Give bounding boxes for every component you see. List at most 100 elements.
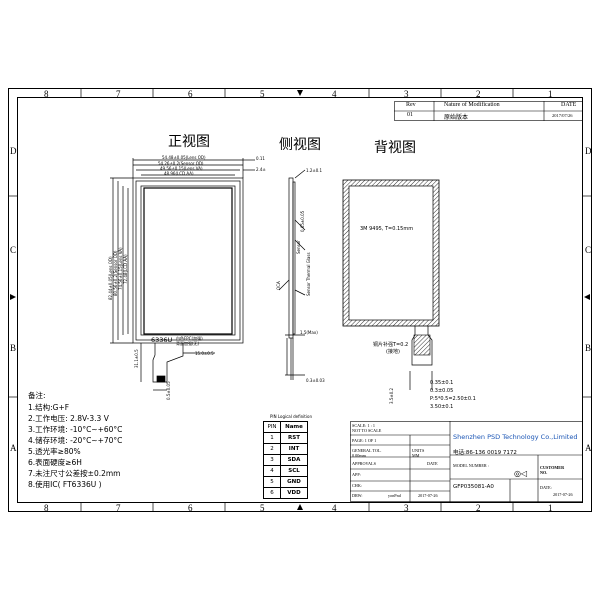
pin-header-name: Name	[280, 421, 308, 433]
pin-name: INT	[280, 443, 308, 455]
front-dim-offset: 0.11	[256, 156, 265, 161]
note-4: 4.储存环境: -20°C~+70°C	[28, 436, 123, 445]
pin-name: SDA	[280, 454, 308, 466]
date-header: DATE	[561, 102, 577, 108]
zone-col-8-bottom: 8	[44, 503, 49, 513]
tb-units: UNITS	[412, 448, 425, 453]
pin-num: 4	[263, 465, 281, 477]
front-view-title: 正视图	[168, 134, 210, 150]
back-tape-note: 3M 9495, T=0.15mm	[360, 226, 414, 232]
date2-value: 2017-07-26	[553, 492, 573, 497]
side-view-title: 侧视图	[279, 137, 321, 153]
zone-col-2-bottom: 2	[476, 503, 481, 513]
back-pin-dim-1: 0.35±0.1	[430, 380, 454, 386]
revision-table-frame	[394, 101, 583, 121]
company-name: Shenzhen PSD Technology Co.,Limited	[453, 433, 578, 441]
side-dim-thickness: 1.2±0.1	[306, 168, 323, 173]
side-view-drawing	[278, 169, 306, 380]
front-view-drawing	[110, 158, 255, 391]
fpc-note-2: 背面加强(无)	[176, 341, 200, 346]
nature-header: Nature of Modification	[444, 102, 500, 108]
pin-name: RST	[280, 432, 308, 444]
back-pin-dim-2: 0.3±0.05	[430, 388, 454, 394]
note-3: 3.工作环境: -10°C~+60°C	[28, 425, 123, 434]
tb-approvals: APPROVALS	[352, 461, 376, 466]
pin-name: SCL	[280, 465, 308, 477]
model-number-label: MODEL NUMBER :	[453, 463, 489, 468]
zone-col-8-top: 8	[44, 89, 49, 99]
front-dim-sensor-od-h: 54.26±0.2(Sensor OD)	[158, 161, 204, 166]
note-6: 6.表面硬度≥6H	[28, 458, 82, 467]
tb-general-tol-value: 0.00mm	[352, 453, 366, 458]
zone-row-a-right: A	[585, 443, 592, 453]
zone-row-b-left: B	[10, 343, 17, 353]
zone-col-3-top: 3	[404, 89, 409, 99]
company-phone: 电话:86-136 0019 7172	[453, 450, 517, 456]
customer-no-label: NO.	[540, 470, 548, 475]
zone-col-1-bottom: 1	[548, 503, 553, 513]
tb-scale-note: NOT TO SCALE	[352, 428, 382, 433]
title-block-frame	[350, 421, 583, 502]
zone-row-a-left: A	[10, 443, 17, 453]
side-dim-fpc: 0.3±0.03	[306, 378, 325, 383]
note-5: 5.透光率≥80%	[28, 447, 81, 456]
ic-label: 6336U	[151, 336, 173, 344]
zone-col-7-bottom: 7	[116, 503, 121, 513]
zone-col-5-bottom: 5	[260, 503, 265, 513]
pin-num: 2	[263, 443, 281, 455]
note-2: 2.工作电压: 2.8V-3.3 V	[28, 414, 109, 423]
rev-header: Rev	[406, 102, 416, 108]
date2-label: DATE:	[540, 485, 552, 490]
back-stiffener-note: 铜片补强T=0.2	[373, 342, 409, 348]
back-pin-dim-4: 3.50±0.1	[430, 404, 454, 410]
zone-row-b-right: B	[585, 343, 592, 353]
front-dim-lens-va-h: 49.56±0.15(Lens VA)	[160, 166, 203, 171]
zone-col-4-top: 4	[332, 89, 337, 99]
pin-header-pin: PIN	[263, 421, 281, 433]
zone-col-7-top: 7	[116, 89, 121, 99]
zone-row-d-right: D	[585, 146, 592, 156]
back-view-drawing	[342, 179, 440, 390]
side-label-sensor: Sensor	[296, 240, 301, 254]
projection-symbol-icon: ◎◁	[514, 469, 528, 478]
zone-col-6-bottom: 6	[188, 503, 193, 513]
back-view-title: 背视图	[374, 140, 416, 156]
front-dim-lcd-aa-h: 48.96(LCD AA)	[164, 171, 194, 176]
back-stiffener-ground: (接地)	[386, 349, 400, 355]
zone-col-3-bottom: 3	[404, 503, 409, 513]
fpc-note-1: 白色FPC(加强)	[176, 336, 203, 341]
tb-scale: SCALE: 1 : 1	[352, 423, 375, 428]
drawing-border-outer	[8, 88, 592, 512]
side-dim-layer: 0.65±0.05	[300, 210, 305, 232]
front-dim-lcd-aa-v: 72.48(LCD AA)	[123, 254, 128, 284]
pin-num: 6	[263, 487, 281, 499]
pin-num: 5	[263, 476, 281, 488]
rev-value: 01	[407, 112, 413, 118]
note-7: 7.未注尺寸公差按±0.2mm	[28, 469, 121, 478]
back-pin-dim-5: 3.5±0.2	[389, 387, 394, 404]
note-8: 8.使用IC( FT6336U )	[28, 480, 102, 489]
fpc-pitch-dim: 0.5±0.05	[166, 381, 171, 400]
pin-name: GND	[280, 476, 308, 488]
zone-col-2-top: 2	[476, 89, 481, 99]
front-dim-gap: 2.4±	[256, 167, 266, 172]
drawing-border-inner	[17, 97, 583, 503]
side-label-glass: Sensor Thermal Glass	[306, 252, 311, 296]
pin-num: 3	[263, 454, 281, 466]
date-value: 2017/07/26	[552, 113, 573, 118]
tb-units-value: MM	[412, 453, 420, 458]
front-dim-lens-od-h: 54.48±0.05(Lens OD)	[162, 155, 206, 160]
note-1: 1.结构:G+F	[28, 403, 70, 412]
zone-row-d-left: D	[10, 146, 17, 156]
zone-col-5-top: 5	[260, 89, 265, 99]
tb-app: APP:	[352, 472, 361, 477]
side-dim-max: 1.5(Max)	[300, 330, 318, 335]
zone-row-c-left: C	[10, 245, 17, 255]
notes-title: 备注:	[28, 391, 46, 400]
fpc-length-dim: 31.1±0.5	[134, 349, 139, 368]
back-pin-dim-3: P:5*0.5=2.50±0.1	[430, 396, 476, 402]
zone-col-1-top: 1	[548, 89, 553, 99]
side-label-oca: OCA	[276, 281, 281, 290]
